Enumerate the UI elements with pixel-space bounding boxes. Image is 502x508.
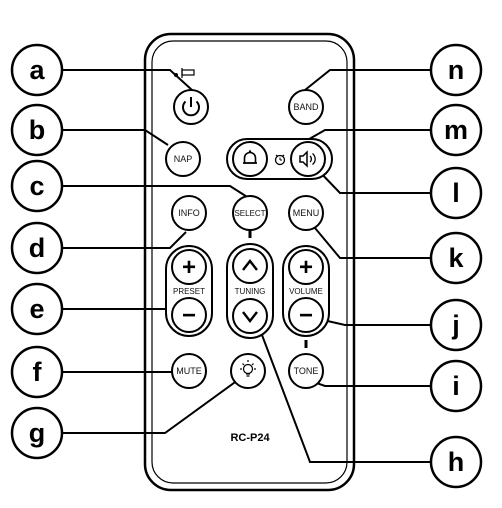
callout-g: g <box>10 406 64 460</box>
volume-up-button[interactable]: + <box>288 249 324 285</box>
menu-button-label: MENU <box>293 208 320 218</box>
callout-n-letter: n <box>448 55 465 85</box>
callout-j-letter: j <box>451 310 460 340</box>
callout-b: b <box>10 103 64 157</box>
model-label: RC-P24 <box>230 432 270 444</box>
power-icon <box>182 97 200 117</box>
connector-tick <box>248 230 252 238</box>
info-button-label: INFO <box>178 208 200 218</box>
callout-e-letter: e <box>29 294 44 324</box>
alarm1-button[interactable] <box>232 141 268 177</box>
menu-button[interactable]: MENU <box>288 195 324 231</box>
callout-g-letter: g <box>29 418 46 448</box>
callout-j: j <box>429 298 483 352</box>
minus-icon: − <box>299 302 313 329</box>
volume-label: VOLUME <box>289 287 323 296</box>
callout-c-letter: c <box>29 171 44 201</box>
callout-a: a <box>10 43 64 97</box>
band-button-label: BAND <box>293 102 319 112</box>
preset-up-button[interactable]: + <box>171 249 207 285</box>
preset-down-button[interactable]: − <box>171 297 207 333</box>
callout-b-letter: b <box>29 115 46 145</box>
callout-l-letter: l <box>452 178 460 208</box>
callout-d: d <box>10 221 64 275</box>
select-button-label: SELECT <box>234 209 265 218</box>
callout-l: l <box>429 166 483 220</box>
info-button[interactable]: INFO <box>171 195 207 231</box>
callout-h-letter: h <box>448 447 465 477</box>
leader-lines <box>62 69 430 463</box>
remote-body-inner <box>151 40 348 484</box>
select-button[interactable]: SELECT <box>232 195 268 231</box>
minus-icon: − <box>182 302 196 329</box>
tone-button-label: TONE <box>294 366 319 376</box>
plus-icon: + <box>182 254 196 281</box>
tuning-down-button[interactable] <box>232 298 268 334</box>
standby-indicator <box>174 68 195 78</box>
light-bulb-icon <box>240 360 256 377</box>
callout-h: h <box>429 435 483 489</box>
chevron-up-icon <box>242 259 258 271</box>
tone-button[interactable]: TONE <box>288 353 324 389</box>
plus-icon: + <box>299 254 313 281</box>
connector-tick <box>304 340 308 348</box>
callout-c: c <box>10 159 64 213</box>
bell-icon <box>243 150 257 164</box>
callout-n: n <box>429 43 483 97</box>
mute-button[interactable]: MUTE <box>171 353 207 389</box>
callout-m: m <box>429 103 483 157</box>
nap-button[interactable]: NAP <box>165 141 201 177</box>
mute-button-label: MUTE <box>176 366 202 376</box>
preset-label: PRESET <box>173 287 205 296</box>
callout-k: k <box>429 231 483 285</box>
chevron-down-icon <box>242 311 258 323</box>
power-button[interactable] <box>173 89 209 125</box>
alarm2-button[interactable] <box>290 141 326 177</box>
callout-a-letter: a <box>29 55 45 85</box>
callout-i: i <box>429 359 483 413</box>
callout-m-letter: m <box>444 115 468 145</box>
tuning-up-button[interactable] <box>232 248 268 284</box>
callout-f: f <box>10 345 64 399</box>
speaker-icon <box>299 150 316 168</box>
light-button[interactable] <box>230 353 266 389</box>
volume-down-button[interactable]: − <box>288 297 324 333</box>
callout-d-letter: d <box>29 233 46 263</box>
callout-i-letter: i <box>452 371 460 401</box>
callout-e: e <box>10 282 64 336</box>
tuning-label: TUNING <box>235 287 266 296</box>
callout-f-letter: f <box>33 357 43 387</box>
band-button[interactable]: BAND <box>288 89 324 125</box>
alarm-clock-icon <box>274 154 286 166</box>
callout-k-letter: k <box>448 243 464 273</box>
nap-button-label: NAP <box>174 154 193 164</box>
